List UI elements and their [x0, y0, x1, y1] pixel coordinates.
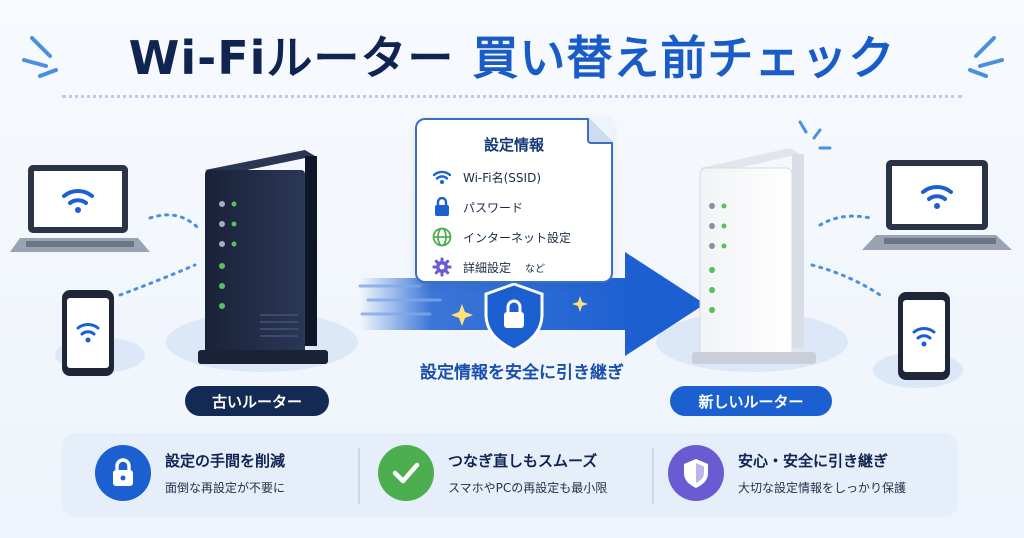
settings-item-suffix: など: [525, 263, 546, 275]
page-fold-icon: [587, 118, 613, 144]
feature-reduce-effort: 設定の手間を削減 面倒な再設定が不要に: [95, 445, 285, 501]
sparkle-right-icon: [968, 36, 1004, 78]
new-router: [692, 120, 832, 364]
settings-item-password: パスワード: [431, 196, 523, 218]
lock-icon: [431, 196, 453, 218]
transfer-illustration: [10, 120, 1012, 388]
settings-item-ssid: Wi-Fi名(SSID): [431, 166, 541, 188]
settings-info-card: 設定情報 Wi-Fi名(SSID) パスワード インターネット設定 詳細設定 など: [415, 118, 613, 283]
feature-title: 設定の手間を削減: [165, 452, 286, 470]
new-router-label: 新しいルーター: [670, 386, 832, 416]
globe-icon: [431, 226, 453, 248]
shield-lock-icon: [484, 282, 544, 352]
feature-divider: [652, 448, 654, 504]
feature-desc: 大切な設定情報をしっかり保護: [738, 481, 907, 495]
features-panel: [62, 433, 958, 517]
feature-safe-transfer: 安心・安全に引き継ぎ 大切な設定情報をしっかり保護: [668, 445, 906, 501]
feature-desc: 面倒な再設定が不要に: [165, 481, 286, 495]
gear-icon: [431, 256, 453, 278]
settings-item-advanced: 詳細設定 など: [431, 256, 545, 278]
page-title: Wi-Fiルーター買い替え前チェック: [0, 22, 1024, 88]
check-icon: [378, 445, 434, 501]
phone-right: [898, 292, 950, 380]
wifi-icon: [431, 166, 453, 188]
feature-smooth-reconnect: つなぎ直しもスムーズ スマホやPCの再設定も最小限: [378, 445, 607, 501]
feature-divider: [358, 448, 360, 504]
settings-item-label: インターネット設定: [463, 230, 572, 245]
title-part2: 買い替え前チェック: [472, 31, 896, 85]
laptop-right: [862, 160, 1012, 250]
settings-item-label: 詳細設定: [463, 260, 512, 275]
laptop-left: [10, 165, 150, 252]
title-part1: Wi-Fiルーター: [128, 31, 455, 85]
settings-card-title: 設定情報: [483, 136, 544, 154]
old-router-label: 古いルーター: [185, 386, 329, 416]
old-router: [198, 150, 328, 364]
settings-item-internet: インターネット設定: [431, 226, 571, 248]
transfer-caption: 設定情報を安全に引き継ぎ: [420, 363, 624, 383]
settings-item-label: パスワード: [463, 200, 524, 215]
feature-desc: スマホやPCの再設定も最小限: [448, 481, 608, 495]
settings-item-label: Wi-Fi名(SSID): [463, 170, 542, 185]
feature-title: 安心・安全に引き継ぎ: [738, 452, 889, 470]
sparkle-left-icon: [22, 36, 58, 78]
title-divider: [62, 95, 962, 98]
phone-left: [62, 290, 114, 376]
lock-icon: [95, 445, 151, 501]
shield-icon: [668, 445, 724, 501]
feature-title: つなぎ直しもスムーズ: [448, 452, 598, 470]
